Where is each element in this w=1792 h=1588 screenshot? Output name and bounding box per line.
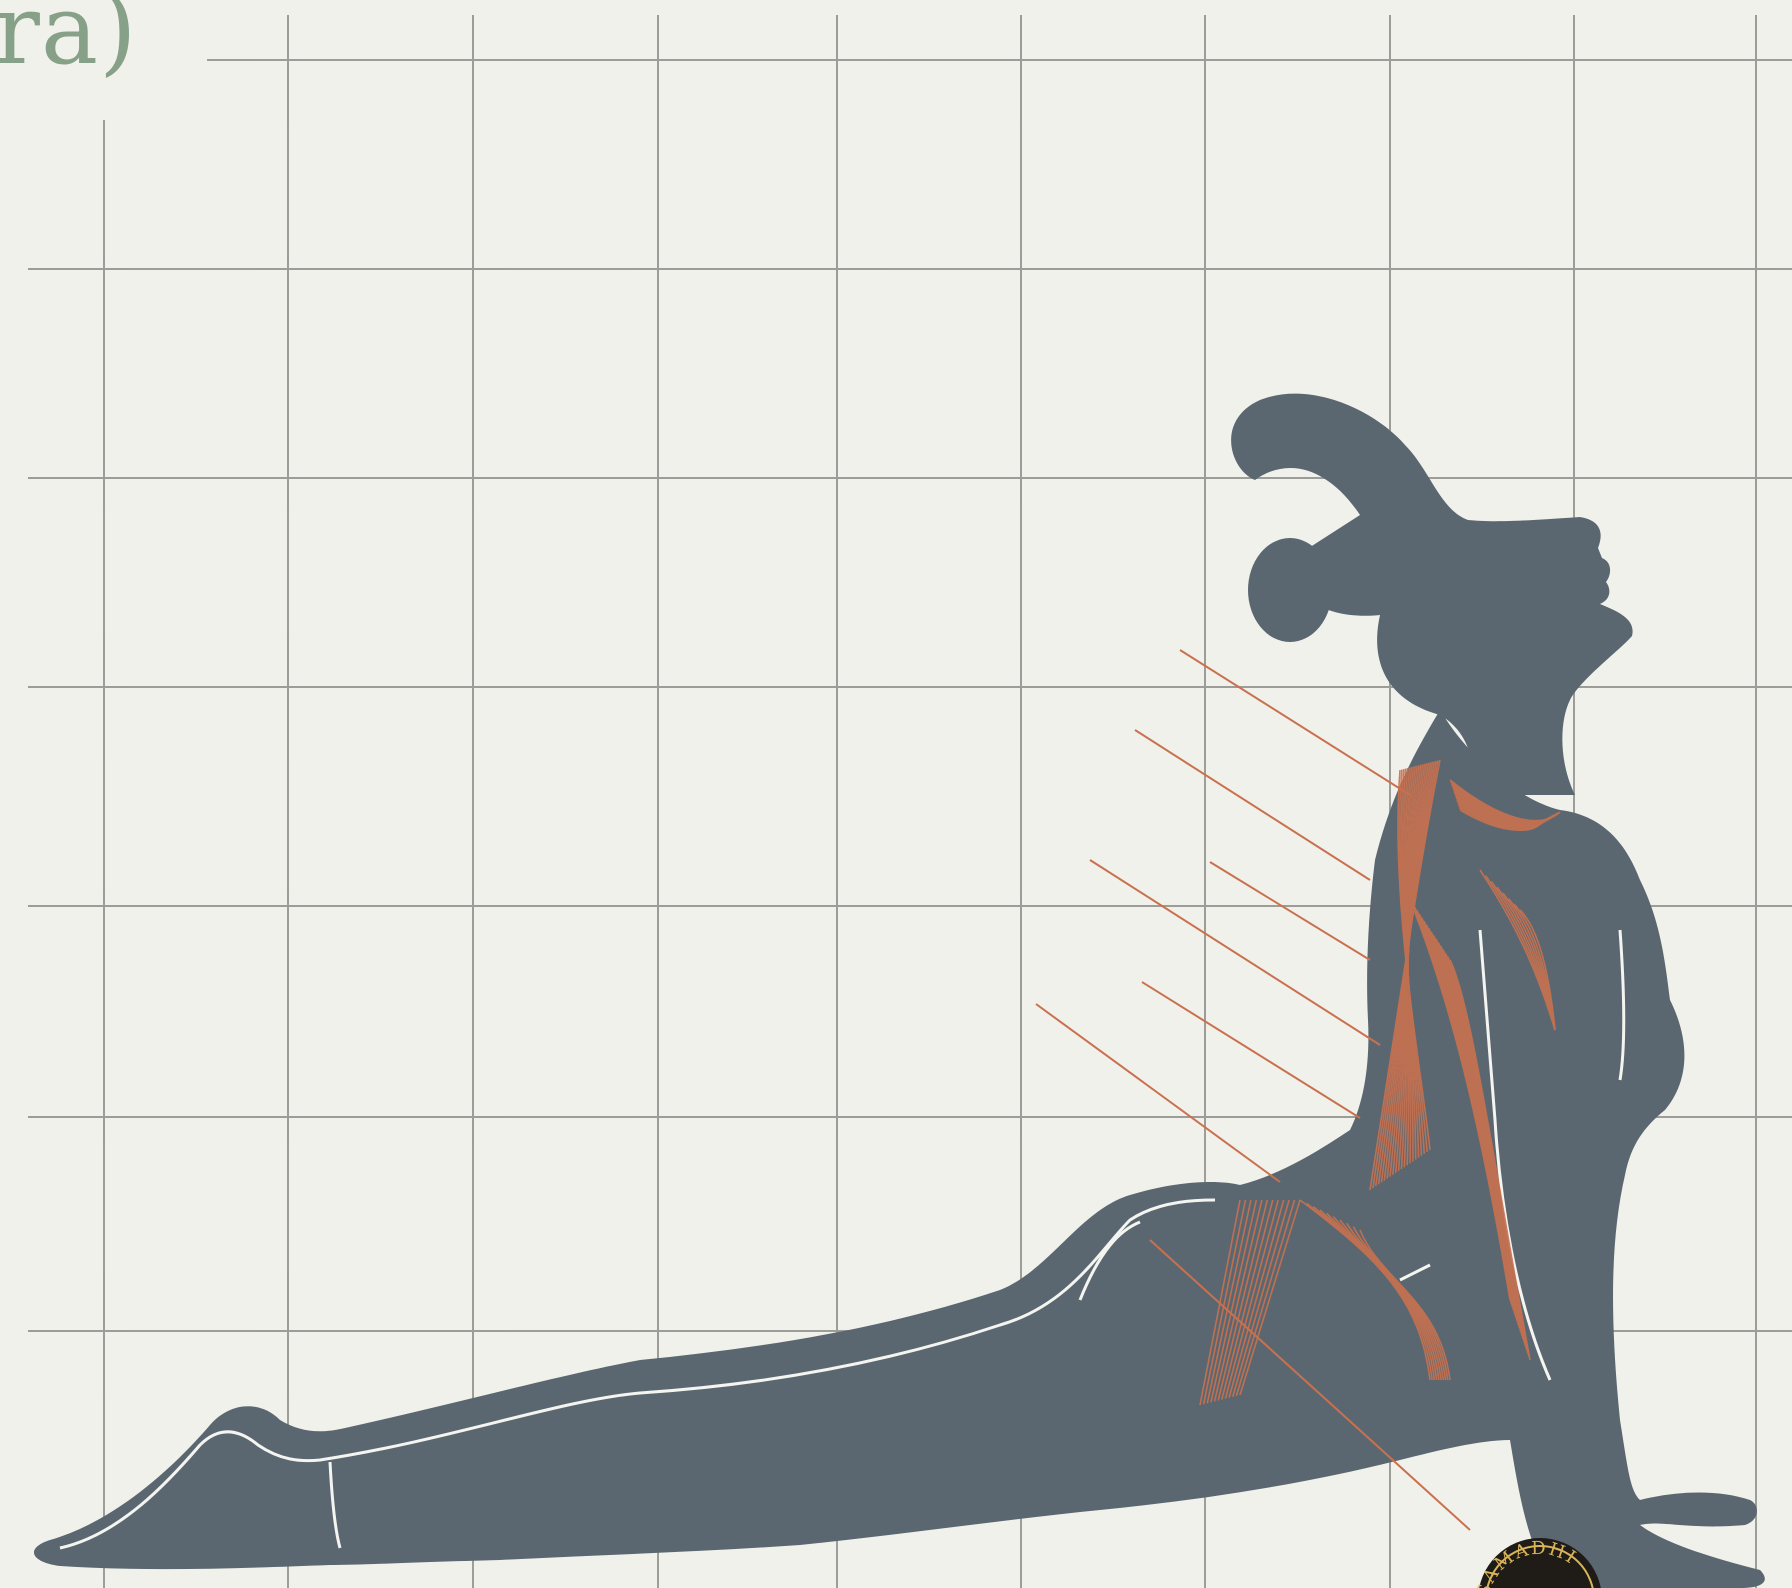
body-shape: [34, 710, 1765, 1588]
leader-line: [1180, 650, 1410, 795]
figure-silhouette: [34, 394, 1765, 1588]
leader-line: [1090, 860, 1380, 1045]
leader-line: [1135, 730, 1370, 880]
leader-line: [1142, 982, 1360, 1118]
leader-line: [1036, 1004, 1280, 1182]
pose-title-fragment: ra): [0, 0, 138, 78]
hair-bun-shape: [1248, 538, 1332, 642]
leader-line: [1210, 862, 1370, 960]
